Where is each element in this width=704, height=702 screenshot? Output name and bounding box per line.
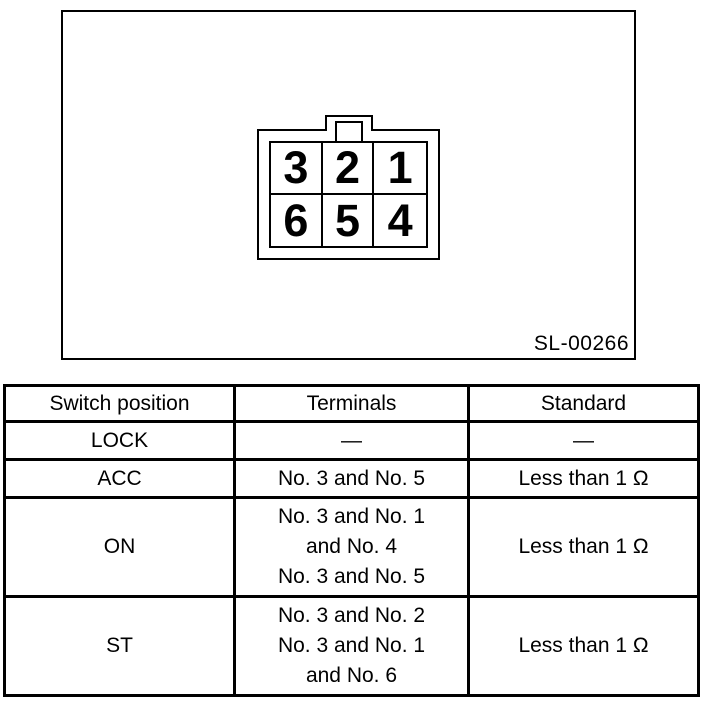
- standard-cell: —: [467, 420, 700, 461]
- connector-pin-grid: 3 2 1 6 5 4: [269, 141, 428, 248]
- terminals-cell: No. 3 and No. 2 No. 3 and No. 1 and No. …: [233, 595, 470, 697]
- standard-cell: Less than 1 Ω: [467, 496, 700, 598]
- switch-position-cell: ACC: [3, 458, 236, 499]
- connector-figure-box: 3 2 1 6 5 4 SL-00266: [61, 10, 636, 360]
- switch-position-cell: ST: [3, 595, 236, 697]
- pin-cell-5: 5: [323, 194, 375, 246]
- pin-cell-4: 4: [387, 194, 413, 246]
- pin-cell-1: 1: [374, 143, 426, 195]
- table-row-lock: LOCK — —: [3, 420, 700, 461]
- table-row-on: ON No. 3 and No. 1 and No. 4 No. 3 and N…: [3, 496, 700, 598]
- standard-cell: Less than 1 Ω: [467, 595, 700, 697]
- figure-id-label: SL-00266: [533, 332, 629, 355]
- table-header-row: Switch position Terminals Standard: [3, 384, 700, 423]
- table-row-acc: ACC No. 3 and No. 5 Less than 1 Ω: [3, 458, 700, 499]
- column-header-switch-position: Switch position: [3, 384, 236, 423]
- pin-cell-2: 2: [322, 143, 375, 195]
- table-row-st: ST No. 3 and No. 2 No. 3 and No. 1 and N…: [3, 595, 700, 697]
- terminals-cell: —: [233, 420, 470, 461]
- pin-cell-3: 3: [271, 143, 323, 195]
- pin-cell-6: 6: [271, 194, 323, 246]
- continuity-spec-table: Switch position Terminals Standard LOCK …: [3, 384, 700, 697]
- column-header-standard: Standard: [467, 384, 700, 423]
- column-header-terminals: Terminals: [233, 384, 470, 423]
- standard-cell: Less than 1 Ω: [467, 458, 700, 499]
- switch-position-cell: ON: [3, 496, 236, 598]
- terminals-cell: No. 3 and No. 1 and No. 4 No. 3 and No. …: [233, 496, 470, 598]
- switch-position-cell: LOCK: [3, 420, 236, 461]
- connector-lock-tab-inner: [335, 121, 363, 141]
- terminals-cell: No. 3 and No. 5: [233, 458, 470, 499]
